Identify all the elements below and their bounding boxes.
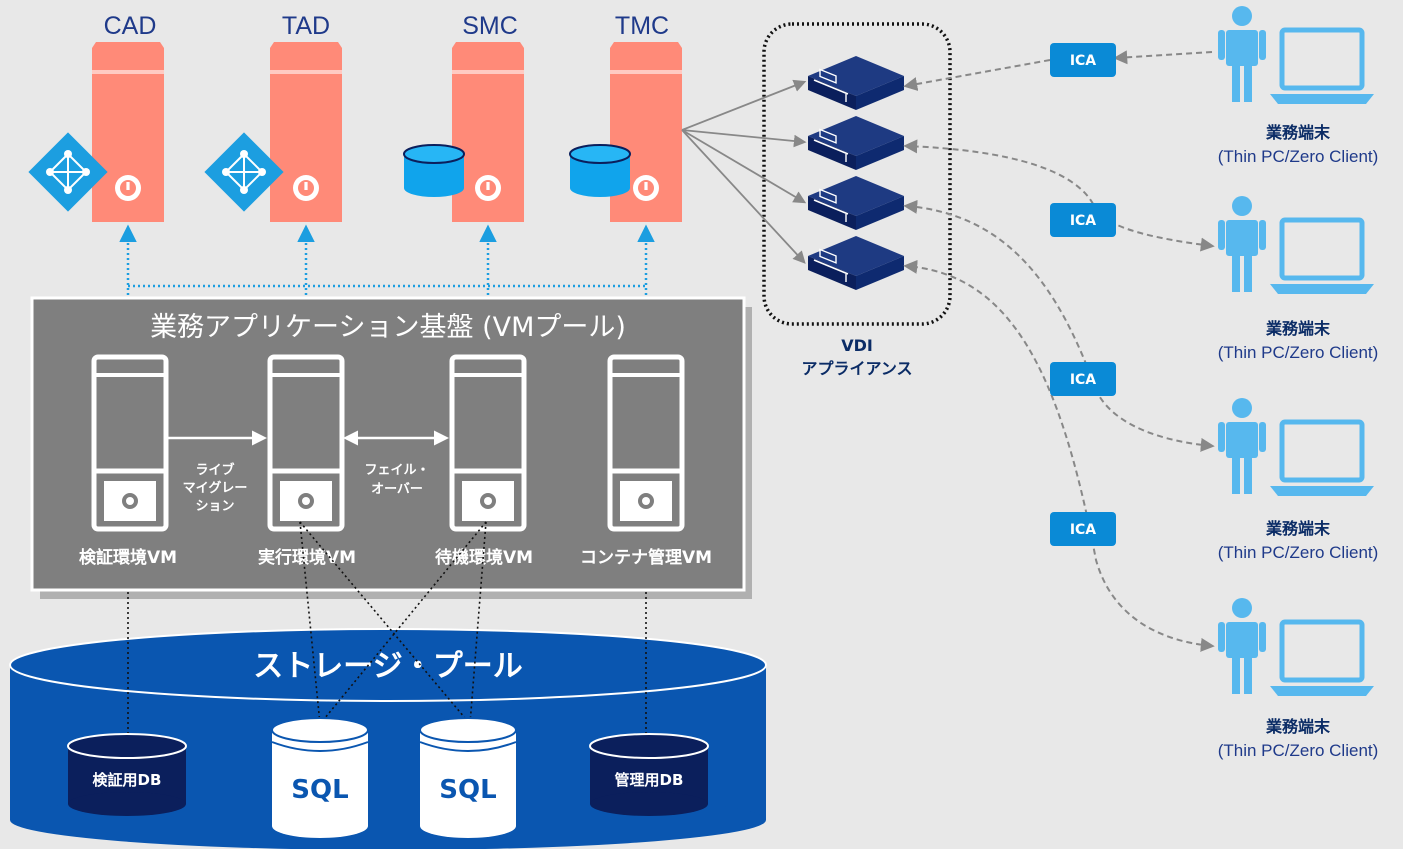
vdi-label-1: VDI (841, 336, 873, 355)
database-icon (403, 144, 465, 198)
server-tad (270, 42, 342, 222)
live-migration-label-1: ライブ (195, 462, 234, 478)
server-cad (92, 42, 164, 222)
vdi-appliance-4 (807, 235, 905, 291)
vdi-appliance-3 (807, 175, 905, 231)
failover-label-1: フェイル・ (364, 463, 429, 478)
terminal-3 (1218, 398, 1374, 496)
terminal-2 (1218, 196, 1374, 294)
terminal-3-subtitle: (Thin PC/Zero Client) (1218, 543, 1379, 562)
terminal-1-title: 業務端末 (1265, 123, 1331, 142)
ica-badge (1050, 362, 1116, 396)
terminal-4-subtitle: (Thin PC/Zero Client) (1218, 741, 1379, 760)
vm-label-verification: 検証環境VM (79, 547, 177, 568)
vm-label-container-mgmt: コンテナ管理VM (580, 547, 712, 568)
server-label-smc: SMC (462, 12, 518, 40)
vm-pool-platform (30, 296, 752, 599)
server-tmc (610, 42, 682, 222)
terminal-2-subtitle: (Thin PC/Zero Client) (1218, 343, 1379, 362)
database-label-sql-2: SQL (439, 775, 496, 805)
server-label-cad: CAD (104, 12, 157, 40)
ica-badge (1050, 43, 1116, 77)
ica-label: ICA (1070, 372, 1096, 388)
terminal-1 (1218, 6, 1374, 104)
ica-connections (903, 50, 1215, 652)
server-label-tad: TAD (282, 12, 330, 40)
server-smc (452, 42, 524, 222)
vdi-appliance-1 (807, 55, 905, 111)
storage-links (127, 521, 647, 738)
database-label-sql-1: SQL (291, 775, 348, 805)
live-migration-label-2: マイグレー (183, 480, 248, 496)
ica-badge (1050, 203, 1116, 237)
database-management (589, 733, 709, 816)
terminal-2-title: 業務端末 (1265, 319, 1331, 338)
database-icon (569, 144, 631, 198)
database-label-verification: 検証用DB (93, 771, 162, 789)
failover-label-2: オーバー (371, 482, 423, 497)
vm-label-standby: 待機環境VM (435, 547, 533, 568)
tmc-to-vdi-links (681, 79, 807, 264)
vdi-label-2: アプライアンス (801, 359, 912, 378)
ica-label: ICA (1070, 53, 1096, 69)
platform-title: 業務アプリケーション基盤 (VMプール) (150, 312, 626, 343)
vdi-appliance-2 (807, 115, 905, 171)
database-verification (67, 733, 187, 816)
terminal-4-title: 業務端末 (1265, 717, 1331, 736)
terminal-1-subtitle: (Thin PC/Zero Client) (1218, 147, 1379, 166)
ica-label: ICA (1070, 522, 1096, 538)
database-label-management: 管理用DB (615, 771, 684, 789)
server-label-tmc: TMC (615, 12, 669, 40)
live-migration-label-3: ション (195, 499, 234, 514)
terminal-3-title: 業務端末 (1265, 519, 1331, 538)
database-sql-2 (419, 717, 517, 838)
storage-pool-title: ストレージ・プール (253, 649, 522, 684)
database-sql-1 (271, 717, 369, 838)
ica-badge (1050, 512, 1116, 546)
terminal-4 (1218, 598, 1374, 696)
ica-label: ICA (1070, 213, 1096, 229)
vm-label-production: 実行環境VM (258, 547, 356, 568)
